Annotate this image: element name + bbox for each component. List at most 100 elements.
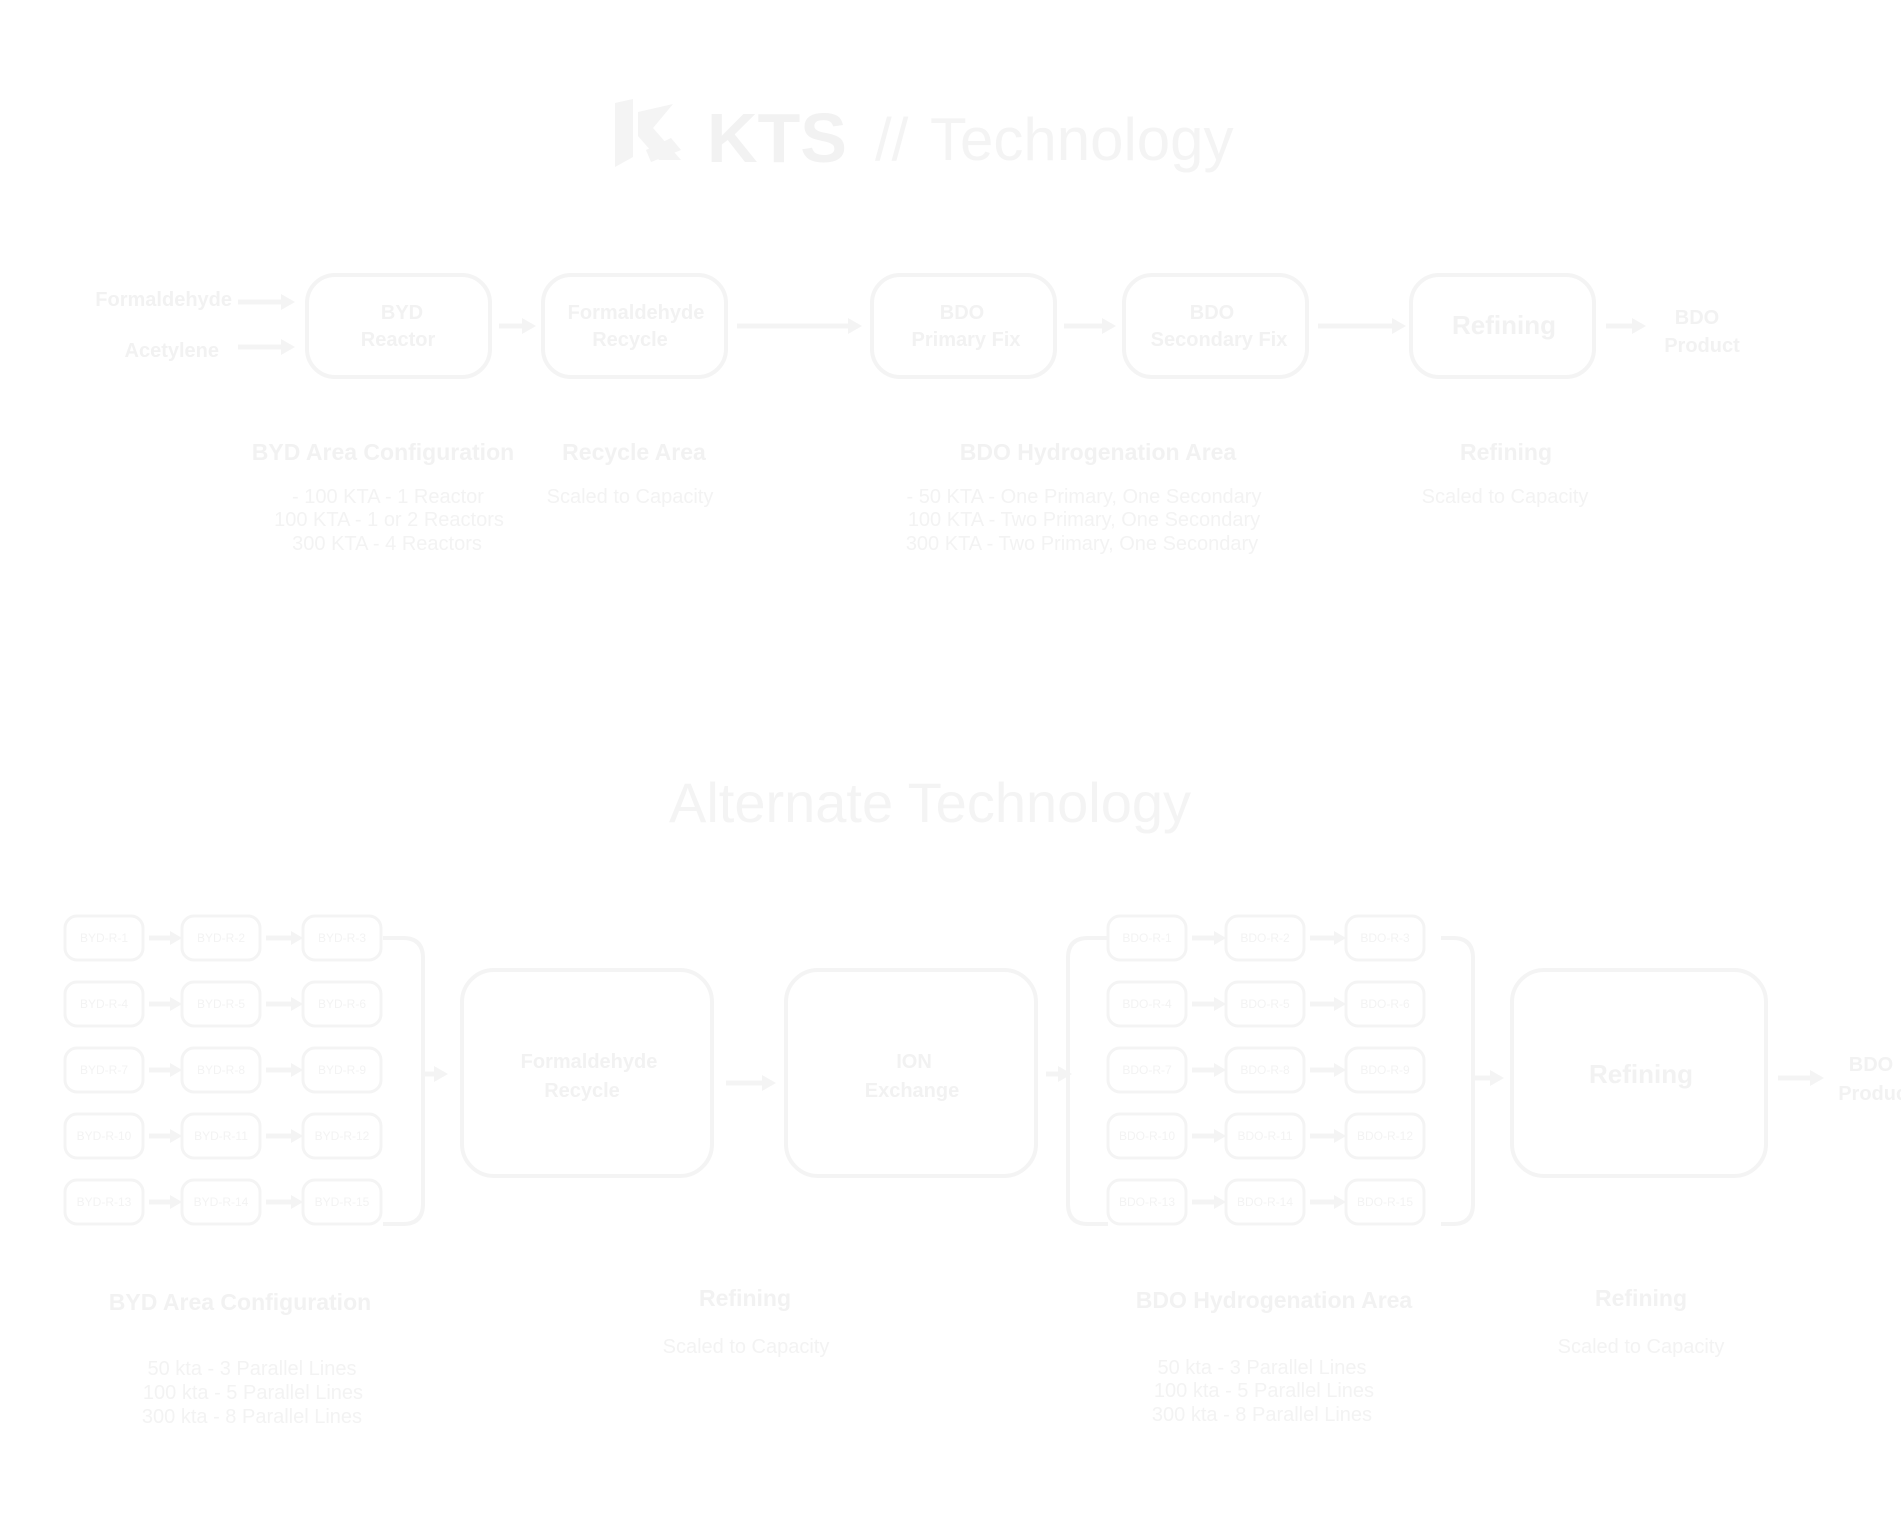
- box-label: BDO: [940, 302, 984, 324]
- mini-reactor-label: BDO-R-8: [1240, 1063, 1290, 1077]
- mini-arrowhead: [291, 1195, 303, 1209]
- mini-reactor-label: BDO-R-2: [1240, 931, 1290, 945]
- mini-reactor-label: BDO-R-9: [1360, 1063, 1410, 1077]
- mini-arrowhead: [1334, 931, 1346, 945]
- mini-reactor-box: [180, 1112, 262, 1160]
- area-refining: Refining Scaled to Capacity: [1422, 439, 1589, 508]
- box-label: Exchange: [865, 1080, 959, 1102]
- mini-reactor-label: BYD-R-14: [194, 1195, 249, 1209]
- mini-arrowhead: [1214, 997, 1226, 1011]
- mini-reactor-label: BDO-R-7: [1122, 1063, 1172, 1077]
- mini-reactor-box: [301, 980, 383, 1028]
- area-detail: Scaled to Capacity: [663, 1336, 830, 1358]
- mini-reactor-label: BYD-R-10: [77, 1129, 132, 1143]
- mini-reactor-box: [1224, 1046, 1306, 1094]
- box-label: Recycle: [544, 1080, 620, 1102]
- mini-reactor-box: [63, 980, 145, 1028]
- mini-reactor-label: BDO-R-10: [1119, 1129, 1175, 1143]
- flow-arrow: [1778, 1070, 1824, 1086]
- mini-reactor-label: BYD-R-1: [80, 931, 128, 945]
- flow-arrow: [1046, 1066, 1072, 1082]
- mini-reactor-box: [63, 1046, 145, 1094]
- area-byd-configuration: BYD Area Configuration - 100 KTA - 1 Rea…: [252, 439, 514, 555]
- area-heading: Refining: [1595, 1285, 1687, 1311]
- page-title: Technology: [930, 106, 1234, 173]
- mini-reactor-box: [63, 1178, 145, 1226]
- output-label: BDO: [1675, 307, 1719, 329]
- area-detail: 50 kta - 3 Parallel Lines: [1157, 1357, 1366, 1379]
- mini-reactor-box: [301, 1112, 383, 1160]
- mini-reactor-box: [1224, 1112, 1306, 1160]
- mini-reactor-box: [63, 1112, 145, 1160]
- process-box-bdo-secondary-fix: [1122, 273, 1309, 379]
- box-label: BYD: [381, 302, 423, 324]
- mini-reactor-label: BDO-R-6: [1360, 997, 1410, 1011]
- mini-reactor-box: [1106, 1112, 1188, 1160]
- area-heading: Refining: [699, 1285, 791, 1311]
- mini-arrowhead: [1214, 931, 1226, 945]
- mini-reactor-label: BDO-R-13: [1119, 1195, 1175, 1209]
- top-flow: Formaldehyde Acetylene BYD Reactor Forma…: [95, 273, 1740, 555]
- area-heading: BYD Area Configuration: [252, 439, 514, 465]
- process-box-refining: [1510, 968, 1768, 1178]
- mini-arrowhead: [1334, 1195, 1346, 1209]
- area-bdo-hydrogenation: BDO Hydrogenation Area - 50 KTA - One Pr…: [906, 439, 1262, 555]
- mini-reactor-label: BDO-R-3: [1360, 931, 1410, 945]
- process-box-bdo-primary-fix: [870, 273, 1057, 379]
- mini-reactor-box: [1106, 1046, 1188, 1094]
- mini-reactor-label: BYD-R-2: [197, 931, 245, 945]
- byd-manifold: [383, 936, 425, 1226]
- mini-reactor-label: BYD-R-9: [318, 1063, 366, 1077]
- box-label: Formaldehyde: [568, 302, 705, 324]
- mini-reactor-label: BDO-R-12: [1357, 1129, 1413, 1143]
- box-label: ION: [896, 1051, 932, 1073]
- mini-reactor-label: BYD-R-12: [315, 1129, 370, 1143]
- area-heading: BYD Area Configuration: [109, 1289, 371, 1315]
- process-box-formaldehyde-recycle: [541, 273, 728, 379]
- output-label: Product: [1664, 335, 1740, 357]
- mini-reactor-box: [180, 1046, 262, 1094]
- area-detail: 100 KTA - 1 or 2 Reactors: [274, 509, 504, 531]
- box-label: BDO: [1190, 302, 1234, 324]
- mini-arrowhead: [1334, 1063, 1346, 1077]
- area-refining: Refining Scaled to Capacity: [663, 1285, 830, 1358]
- mini-reactor-label: BDO-R-5: [1240, 997, 1290, 1011]
- mini-reactor-box: [1106, 1178, 1188, 1226]
- mini-reactor-box: [1344, 1112, 1426, 1160]
- area-detail: - 100 KTA - 1 Reactor: [292, 486, 484, 508]
- flow-arrow: [423, 1066, 448, 1082]
- area-byd-configuration: BYD Area Configuration 50 kta - 3 Parall…: [109, 1289, 371, 1428]
- mini-reactor-label: BDO-R-1: [1122, 931, 1172, 945]
- flow-arrow: [1318, 318, 1406, 334]
- mini-reactor-box: [180, 914, 262, 962]
- area-detail: 300 kta - 8 Parallel Lines: [1152, 1404, 1372, 1426]
- mini-arrowhead: [291, 1129, 303, 1143]
- mini-reactor-label: BDO-R-14: [1237, 1195, 1293, 1209]
- mini-reactor-box: [1344, 980, 1426, 1028]
- mini-arrowhead: [1214, 1063, 1226, 1077]
- mini-reactor-box: [301, 914, 383, 962]
- process-box-byd-reactor: [305, 273, 492, 379]
- mini-reactor-label: BYD-R-8: [197, 1063, 245, 1077]
- mini-reactor-label: BDO-R-15: [1357, 1195, 1413, 1209]
- mini-reactor-label: BDO-R-4: [1122, 997, 1172, 1011]
- mini-reactor-box: [1344, 1178, 1426, 1226]
- process-box-formaldehyde-recycle: [460, 968, 714, 1178]
- input-arrow: [238, 339, 295, 355]
- area-heading: Recycle Area: [562, 439, 706, 465]
- box-label: Primary Fix: [912, 329, 1021, 351]
- logo-text: KTS: [707, 99, 847, 177]
- mini-arrowhead: [170, 1129, 182, 1143]
- area-heading: BDO Hydrogenation Area: [1136, 1287, 1413, 1313]
- input-arrow: [238, 294, 295, 310]
- mini-arrowhead: [291, 931, 303, 945]
- area-detail: - 50 KTA - One Primary, One Secondary: [907, 486, 1262, 508]
- flow-arrow: [1064, 318, 1116, 334]
- box-label: Recycle: [592, 329, 668, 351]
- mini-reactor-label: BYD-R-13: [77, 1195, 132, 1209]
- mini-reactor-label: BDO-R-11: [1237, 1129, 1292, 1143]
- box-label: Refining: [1589, 1059, 1693, 1089]
- flow-arrow: [1606, 318, 1646, 334]
- mini-reactor-box: [1106, 980, 1188, 1028]
